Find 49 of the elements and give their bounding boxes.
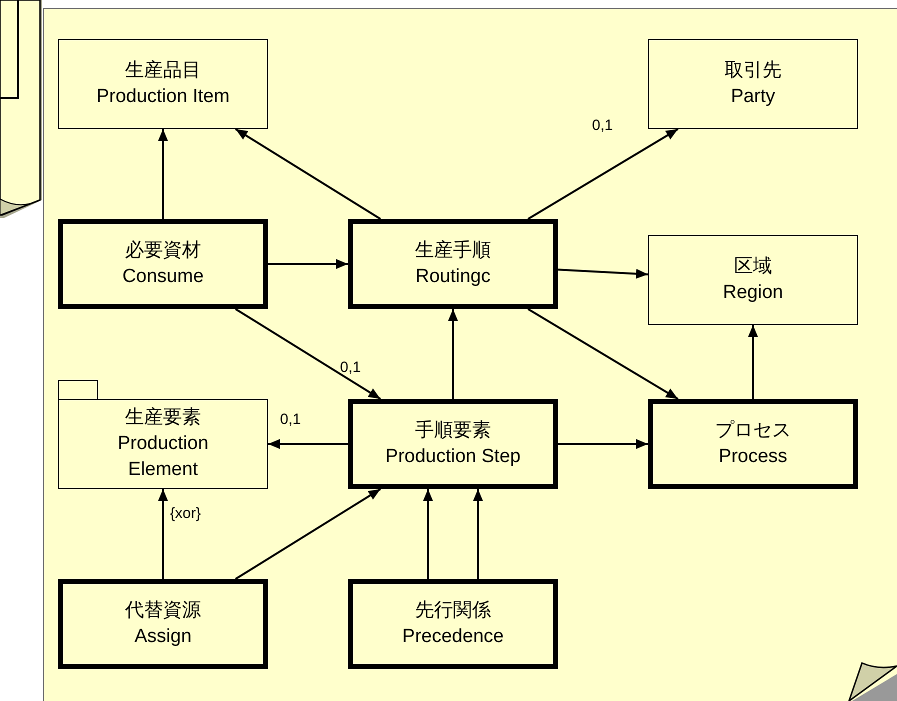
edge-label: {xor} — [170, 506, 201, 521]
node-label: Routingc — [416, 265, 490, 289]
node-title: 必要資材 — [125, 239, 201, 263]
node-label: Consume — [122, 265, 204, 289]
node-title: プロセス — [715, 419, 791, 443]
class-box — [58, 219, 268, 309]
arrow — [158, 489, 168, 579]
class-box — [58, 39, 268, 129]
node-title: 生産要素 — [125, 406, 201, 430]
node-title: 生産品目 — [125, 59, 201, 83]
node-title: 取引先 — [724, 59, 782, 83]
class-box — [348, 399, 558, 489]
class-box — [648, 235, 858, 325]
node-label: Production Item — [96, 85, 230, 109]
arrow — [234, 128, 382, 220]
node-label: Precedence — [402, 625, 504, 649]
arrow — [558, 268, 648, 279]
class-box — [348, 219, 558, 309]
node-label: Production Step — [385, 445, 521, 469]
node-label: Process — [718, 445, 788, 469]
node-title: 区域 — [734, 255, 772, 279]
class-box — [58, 579, 268, 669]
arrow — [448, 309, 458, 399]
node-label: Assign — [134, 625, 192, 649]
node-title: 手順要素 — [415, 419, 491, 443]
arrow — [527, 308, 679, 400]
class-box — [648, 399, 858, 489]
node-title: 代替資源 — [125, 599, 201, 623]
arrow — [234, 308, 382, 400]
node-label: Party — [730, 85, 776, 109]
arrow — [268, 439, 348, 449]
arrow — [234, 488, 382, 580]
node-title: 生産手順 — [415, 239, 491, 263]
node-title: 先行関係 — [415, 599, 491, 623]
arrow — [473, 489, 483, 579]
class-box — [348, 579, 558, 669]
edge-label: 0,1 — [592, 118, 613, 133]
arrow — [158, 129, 168, 219]
arrow — [423, 489, 433, 579]
node-label: Region — [722, 281, 784, 305]
edge-label: 0,1 — [280, 412, 301, 427]
arrow — [268, 259, 348, 269]
arrow — [558, 439, 648, 449]
class-box — [648, 39, 858, 129]
node-label: Production Element — [116, 432, 210, 482]
arrow — [748, 325, 758, 399]
arrow — [527, 128, 679, 220]
edge-label: 0,1 — [340, 360, 361, 375]
package-box — [58, 399, 268, 489]
